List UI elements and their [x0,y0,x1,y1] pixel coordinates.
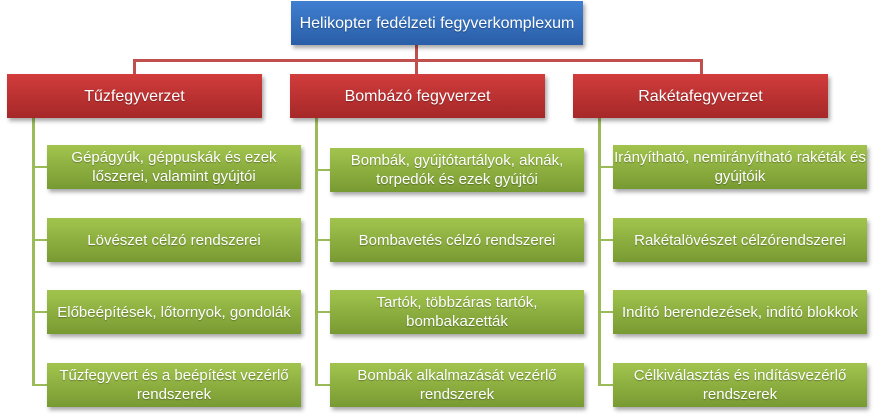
connector [315,311,331,313]
connector [598,311,614,313]
leaf-node: Célkiválasztás és indításvezérlő rendsze… [613,363,867,407]
connector [415,45,418,61]
leaf-node: Bombák, gyújtótartályok, aknák, torpedók… [330,148,584,192]
leaf-node: Tűzfegyvert és a beépítést vezérlő rends… [47,363,301,407]
connector [598,118,601,385]
leaf-node: Tartók, többzáras tartók, bombakazetták [330,290,584,334]
connector [32,166,48,168]
connector [32,384,48,386]
connector [315,118,318,385]
leaf-node: Rakétalövészet célzórendszerei [613,218,867,262]
connector [598,166,614,168]
leaf-node: Lövészet célzó rendszerei [47,218,301,262]
category-node: Rakétafegyverzet [573,74,828,118]
connector [315,169,331,171]
connector [133,59,703,62]
leaf-node: Gépágyúk, géppuskák és ezek lőszerei, va… [47,145,301,189]
connector [32,118,35,385]
connector [598,384,614,386]
connector [315,384,331,386]
leaf-node: Bombák alkalmazását vezérlő rendszerek [330,363,584,407]
leaf-node: Bombavetés célzó rendszerei [330,218,584,262]
leaf-node: Irányítható, nemirányítható rakéták és g… [613,145,867,189]
connector [415,59,418,75]
connector [598,239,614,241]
category-node: Tűzfegyverzet [7,74,262,118]
connector [32,239,48,241]
connector [133,59,136,75]
category-node: Bombázó fegyverzet [290,74,545,118]
connector [315,239,331,241]
leaf-node: Előbeépítések, lőtornyok, gondolák [47,290,301,334]
connector [700,59,703,75]
connector [32,311,48,313]
root-node: Helikopter fedélzeti fegyverkomplexum [291,1,583,45]
leaf-node: Indító berendezések, indító blokkok [613,290,867,334]
